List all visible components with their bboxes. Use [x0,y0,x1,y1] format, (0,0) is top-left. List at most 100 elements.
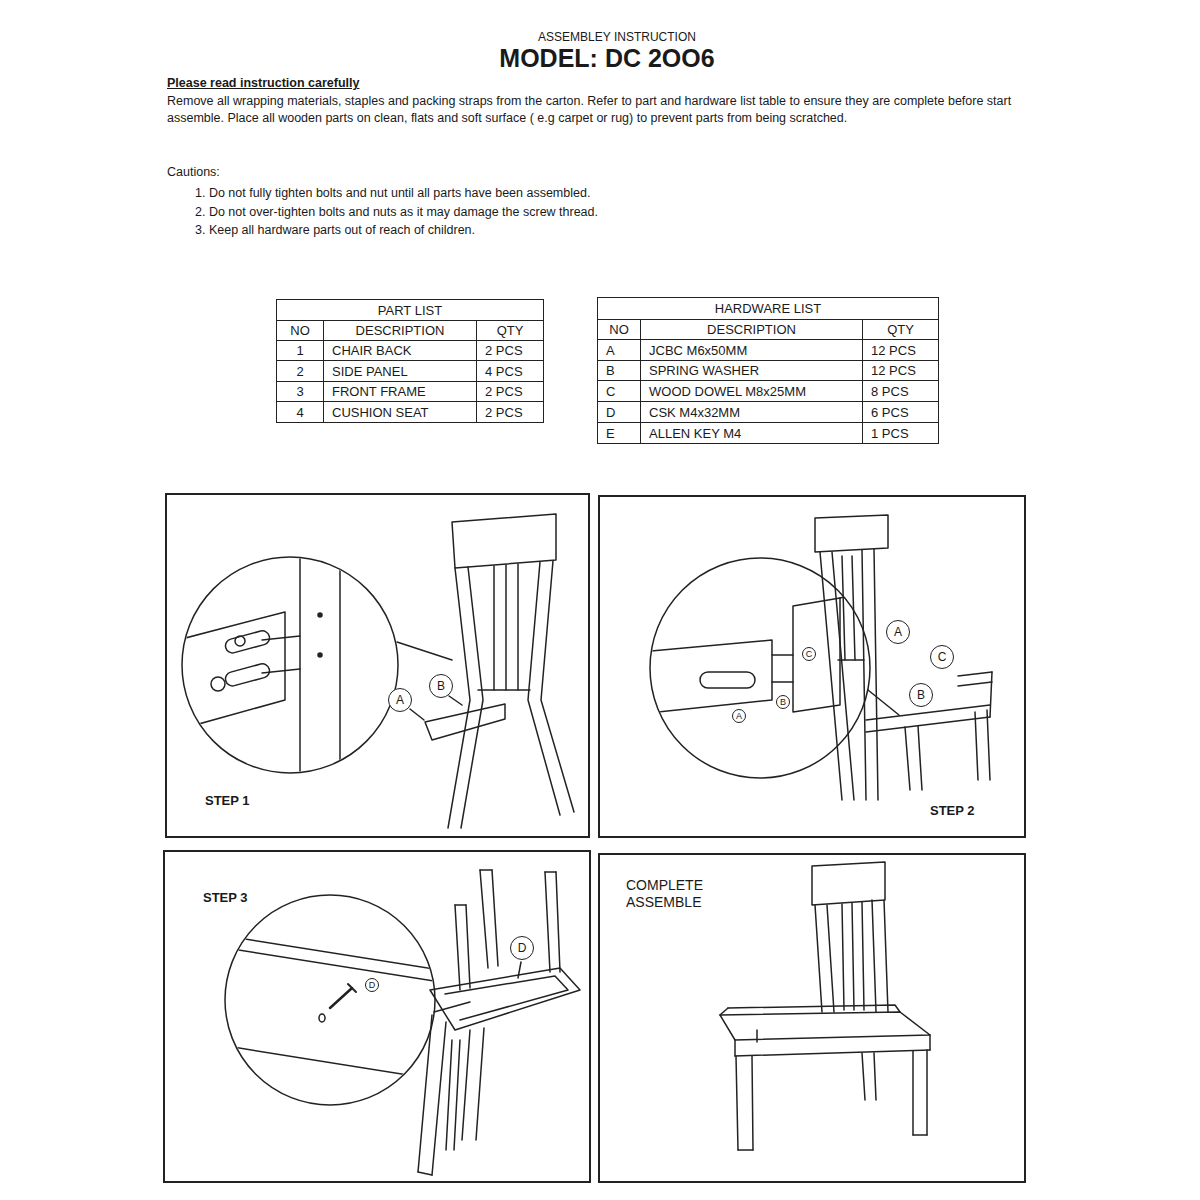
step1-drawing-part [478,689,530,691]
table-header-cell: QTY [862,319,939,340]
table-cell: 2 PCS [476,381,544,402]
step1-drawing [170,514,574,828]
table-cell: ALLEN KEY M4 [640,422,863,444]
step3-drawing-part [545,872,550,972]
table-cell: C [597,380,641,402]
table-header-cell: DESCRIPTION [323,320,477,341]
step2-drawing-part [905,727,910,790]
step1-drawing-part [452,514,556,568]
step3-drawing-part [454,1040,460,1150]
step2-drawing-part [958,682,992,686]
step2-drawing-part [862,550,866,800]
step1-drawing-part-part [211,677,225,691]
step1-drawing-part-part [339,550,341,780]
complete-chair-drawing [720,862,930,1150]
step1-drawing-part-part [299,550,301,780]
callout-letter: A [396,694,404,706]
callout-letter: D [518,942,527,954]
table-cell: CSK M4x32MM [640,401,863,423]
complete-chair-drawing-part [852,903,854,1010]
table-cell: 1 [276,340,324,361]
caution-item: 3. Keep all hardware parts out of reach … [195,223,995,237]
step1-drawing-part-part [318,613,322,617]
step3-drawing-part [445,976,568,1020]
step1-drawing-part [410,709,424,720]
table-header-cell: NO [276,320,324,341]
step3-drawing-part [220,935,440,1080]
step2-drawing-part [975,712,978,780]
complete-chair-drawing-part [728,1005,900,1012]
step3-drawing-part [455,904,466,906]
table-cell: CUSHION SEAT [323,401,477,423]
step2-drawing-part [815,515,888,552]
caution-item: 2. Do not over-tighten bolts and nuts as… [195,205,995,219]
step1-drawing-part [517,564,519,690]
cautions-heading: Cautions: [167,165,367,179]
step3-drawing-part-part [220,947,440,982]
step-label: STEP 1 [205,793,250,808]
table-cell: CHAIR BACK [323,340,477,361]
step2-drawing-part-part [700,672,755,688]
step-panel: STEP 1AB [165,493,590,838]
callout-circle: A [886,620,910,644]
table-cell: E [597,422,641,444]
complete-chair-drawing-part [815,905,822,1012]
step1-drawing-part-part [262,636,300,640]
complete-chair-drawing-part [929,1035,931,1050]
callout-circle: C [930,645,954,669]
table-cell: 6 PCS [862,401,939,423]
table-cell: SIDE PANEL [323,360,477,382]
step1-drawing-part [425,704,505,740]
callout-circle: D [510,936,534,960]
callout-circle: A [732,709,746,723]
callout-circle: A [388,688,412,712]
callout-letter: A [736,712,742,721]
step2-drawing-part-part [772,681,793,683]
step1-drawing-part [493,566,495,690]
step-panel: STEP 3DD [163,850,591,1183]
complete-chair-drawing-part [912,1051,914,1135]
step3-drawing-part [446,1040,452,1150]
caution-item: 1. Do not fully tighten bolts and nut un… [195,186,995,200]
instruction-heading: Please read instruction carefully [167,76,667,90]
step2-drawing-part [866,717,990,732]
callout-circle: B [909,683,933,707]
complete-chair-drawing-part [734,1040,736,1056]
callout-letter: A [894,626,902,638]
table-cell: 4 PCS [476,360,544,382]
step3-drawing-part [556,872,560,972]
table-cell: 12 PCS [862,360,939,381]
complete-chair-drawing-part [862,902,864,1010]
complete-chair-drawing-part [812,862,885,905]
complete-chair-drawing-part [735,1050,930,1056]
step-panel: COMPLETE ASSEMBLE [598,853,1026,1183]
table-cell: D [597,401,641,423]
step2-drawing-part [918,726,922,790]
step3-drawing-part [545,871,556,873]
callout-letter: D [369,981,376,990]
document-title: MODEL: DC 2OO6 [380,44,834,73]
step1-drawing-part-part [235,636,245,646]
step3-drawing-part [480,869,492,871]
table-cell: WOOD DOWEL M8x25MM [640,380,863,402]
table-cell: B [597,360,641,381]
illustration-part [170,514,992,1175]
step3-drawing-part [434,1002,470,1012]
step1-drawing-part-part [262,669,300,673]
complete-chair-drawing-part [827,905,834,1012]
step2-drawing-part [990,672,992,717]
table-cell: 12 PCS [862,339,939,361]
callout-letter: B [917,689,925,701]
complete-chair-drawing-part [756,1030,758,1042]
table-cell: 2 PCS [476,340,544,361]
table-cell: 3 [276,381,324,402]
step1-drawing-part-part [224,662,271,687]
complete-chair-drawing-part [720,1008,728,1015]
step2-drawing-part-part [640,640,772,714]
table-header-cell: DESCRIPTION [640,319,863,340]
table-cell: 8 PCS [862,380,939,402]
step3-drawing-part-part [319,1014,325,1022]
complete-chair-drawing-part [720,1012,930,1040]
